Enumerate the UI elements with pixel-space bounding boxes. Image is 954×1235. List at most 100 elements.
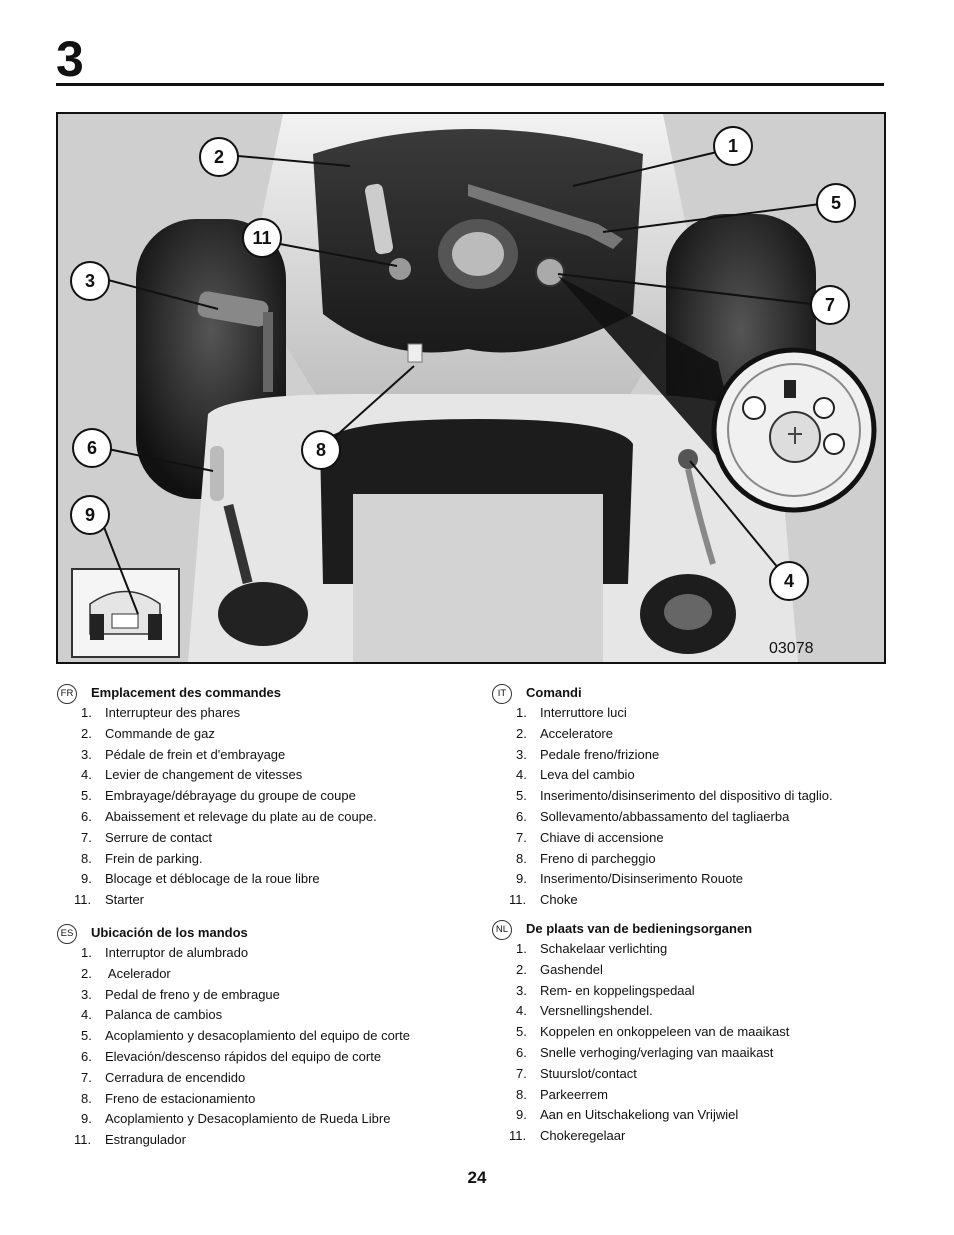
callout-7: 7 [810,285,850,325]
item-number: 4. [516,1003,527,1019]
item-number: 8. [81,850,92,866]
item-number: 7. [81,1069,92,1085]
item-number: 5. [81,788,92,804]
callout-11: 11 [242,218,282,258]
item-number: 6. [516,808,527,824]
item-number: 11. [509,1128,527,1144]
item-number: 11. [74,892,92,908]
item-text: Cerradura de encendido [105,1069,246,1085]
item-text: Acoplamiento y desacoplamiento del equip… [105,1028,410,1044]
lang-badge: FR [57,684,77,704]
tractor-illustration [58,114,884,662]
item-text: Inserimento/Disinserimento Rouote [540,871,744,887]
item-number: 8. [81,1090,92,1106]
item-text: Serrure de contact [105,829,212,845]
item-text: Sollevamento/abbassamento del tagliaerba [540,808,790,824]
item-number: 2. [81,965,92,981]
item-text: Interrupteur des phares [105,705,241,720]
chapter-number: 3 [56,31,84,87]
item-number: 8. [516,850,527,866]
item-text: Gashendel [540,961,603,977]
item-number: 6. [81,1048,92,1064]
figure-code: 03078 [769,640,814,657]
item-text: Parkeerrem [540,1086,608,1102]
item-text: Stuurslot/contact [540,1065,637,1081]
callout-2: 2 [199,137,239,177]
callout-6: 6 [72,428,112,468]
item-number: 2. [81,725,92,741]
item-text: Acceleratore [540,725,613,741]
item-text: Chiave di accensione [540,829,664,845]
item-number: 9. [516,1107,527,1123]
item-text: Elevación/descenso rápidos del equipo de… [105,1048,382,1064]
item-number: 4. [81,767,92,783]
item-number: 4. [81,1007,92,1023]
item-text: Acelerador [105,965,171,981]
item-text: Pedal de freno y de embrague [105,986,280,1002]
item-text: Rem- en koppelingspedaal [540,982,695,998]
item-number: 11. [74,1132,92,1148]
item-text: Koppelen en onkoppeleen van de maaikast [540,1024,790,1040]
item-text: Choke [540,892,578,908]
controls-figure: 1 2 3 4 5 6 7 8 9 11 03078 [56,112,886,664]
item-text: Leva del cambio [540,767,635,783]
callout-9: 9 [70,495,110,535]
item-text: Inserimento/disinserimento del dispositi… [540,788,833,804]
item-number: 7. [516,829,527,845]
item-number: 2. [516,961,527,977]
item-number: 1. [516,941,527,956]
item-number: 9. [516,871,527,887]
item-text: Estrangulador [105,1132,186,1148]
item-number: 5. [81,1028,92,1044]
item-text: Starter [105,892,145,908]
section-title: Ubicación de los mandos [91,925,248,940]
item-number: 4. [516,767,527,783]
item-text: Aan en Uitschakeliong van Vrijwiel [540,1107,739,1123]
item-number: 1. [516,705,527,720]
item-number: 1. [81,705,92,720]
item-text: Versnellingshendel. [540,1003,653,1019]
lang-badge: IT [492,684,512,704]
item-text: Freno di parcheggio [540,850,656,866]
item-number: 1. [81,945,92,960]
item-text: Blocage et déblocage de la roue libre [105,871,320,887]
item-text: Interruttore luci [540,705,627,720]
item-text: Chokeregelaar [540,1128,626,1144]
section-title: De plaats van de bedieningsorganen [526,921,753,936]
section-title: Comandi [526,685,582,700]
item-number: 11. [509,892,527,908]
item-number: 7. [81,829,92,845]
callout-1: 1 [713,126,753,166]
item-text: Palanca de cambios [105,1007,223,1023]
lang-badge: ES [57,924,77,944]
item-text: Levier de changement de vitesses [105,767,303,783]
item-number: 5. [516,788,527,804]
item-number: 3. [81,986,92,1002]
item-text: Commande de gaz [105,725,215,741]
callout-8: 8 [301,430,341,470]
callout-4: 4 [769,561,809,601]
item-number: 3. [81,746,92,762]
item-number: 6. [516,1044,527,1060]
item-text: Acoplamiento y Desacoplamiento de Rueda … [105,1111,391,1127]
item-number: 3. [516,746,527,762]
item-number: 3. [516,982,527,998]
item-number: 6. [81,808,92,824]
section-title: Emplacement des commandes [91,685,282,700]
callout-3: 3 [70,261,110,301]
item-text: Pedale freno/frizione [540,746,660,762]
item-number: 8. [516,1086,527,1102]
item-text: Pédale de frein et d'embrayage [105,746,286,762]
callout-5: 5 [816,183,856,223]
item-text: Interruptor de alumbrado [105,945,249,960]
item-text: Abaissement et relevage du plate au de c… [105,808,377,824]
lang-badge: NL [492,920,512,940]
item-number: 2. [516,725,527,741]
header-rule [56,83,884,86]
item-number: 9. [81,871,92,887]
item-text: Embrayage/débrayage du groupe de coupe [105,788,356,804]
item-number: 5. [516,1024,527,1040]
item-text: Freno de estacionamiento [105,1090,256,1106]
item-text: Snelle verhoging/verlaging van maaikast [540,1044,774,1060]
item-text: Frein de parking. [105,850,203,866]
